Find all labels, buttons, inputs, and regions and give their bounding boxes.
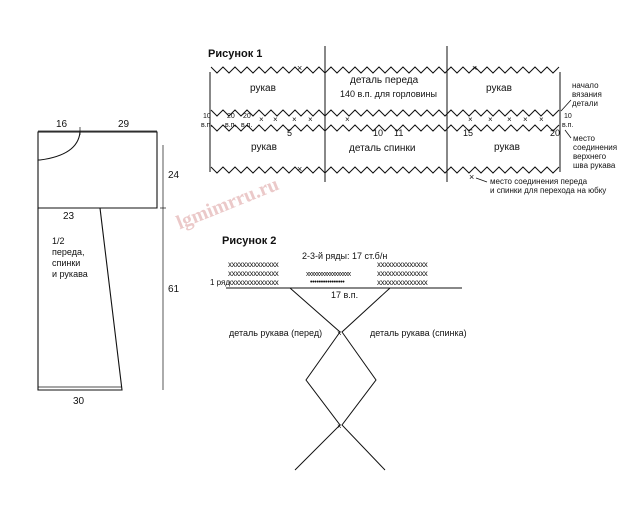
- x-mark: ×: [472, 63, 477, 73]
- stitch-row-top-right: xxxxxxxxxxxxxx: [377, 260, 428, 269]
- x-mark: ×: [469, 172, 474, 182]
- dim-16: 16: [56, 119, 68, 130]
- num-20: 20: [550, 128, 560, 138]
- x-mark: ×: [488, 115, 493, 124]
- chain-edge-bottom: [210, 166, 560, 174]
- lattice-right: [341, 287, 391, 471]
- num-15: 15: [463, 128, 473, 138]
- tick-10vp-left-unit: в.п.: [201, 122, 212, 129]
- num-11: 11: [394, 128, 403, 138]
- x-mark: ×: [337, 329, 342, 338]
- stitch-row-low-left: xxxxxxxxxxxxxx: [228, 278, 279, 287]
- label-sleeve-bottom-right: рукав: [494, 142, 520, 153]
- note-seam-1: место: [573, 134, 596, 143]
- tick-10vp-right: 10: [564, 113, 572, 120]
- x-mark: ×: [292, 115, 297, 124]
- x-mark: ×: [273, 115, 278, 124]
- neckline: [37, 131, 81, 161]
- lattice-left: [289, 287, 341, 471]
- chain-dots: ••••••••••••••••: [310, 279, 345, 286]
- figure-1-title: Рисунок 1: [208, 48, 262, 60]
- upper-body-outline: [37, 131, 158, 209]
- chain-edge-mid-2: [210, 124, 560, 132]
- note-seam-4: шва рукава: [573, 161, 616, 170]
- dim-29: 29: [118, 119, 130, 130]
- label-sleeve-top-right: рукав: [486, 83, 512, 94]
- label-sleeve-back: деталь рукава (спинка): [370, 328, 467, 338]
- stitch-row-low-right: xxxxxxxxxxxxxx: [377, 278, 428, 287]
- note-join-1: место соединения переда: [490, 177, 588, 186]
- row-1-label: 1 ряд: [210, 278, 230, 287]
- x-mark: ×: [468, 115, 473, 124]
- tick-20vp-left: 20: [227, 113, 235, 120]
- rows-label: 2-3-й ряды: 17 ст.б/н: [302, 251, 387, 261]
- num-5: 5: [287, 128, 292, 138]
- chain-edge-top: [210, 66, 560, 74]
- x-mark: ×: [539, 115, 544, 124]
- note-start-1: начало: [572, 81, 599, 90]
- note-seam-3: верхнего: [573, 152, 607, 161]
- piece-label-2: переда,: [52, 247, 84, 257]
- piece-label-1: 1/2: [52, 236, 65, 246]
- label-front-piece: деталь переда: [350, 75, 419, 86]
- x-mark: ×: [297, 63, 302, 73]
- chain-edge-mid-1: [210, 109, 560, 117]
- x-mark: ×: [259, 115, 264, 124]
- tick-10vp-right-unit: в.п.: [562, 122, 573, 129]
- garment-pattern: 16 29 24 61 23 1/2 переда, спинки и рука…: [37, 119, 180, 407]
- label-sleeve-front: деталь рукава (перед): [229, 328, 322, 338]
- note-join-2: и спинки для перехода на юбку: [490, 186, 606, 195]
- piece-label-4: и рукава: [52, 269, 88, 279]
- x-mark: ×: [523, 115, 528, 124]
- stitch-row-top-left: xxxxxxxxxxxxxx: [228, 260, 279, 269]
- note-seam-2: соединения: [573, 143, 617, 152]
- note-start-2: вязания: [572, 90, 602, 99]
- arrow-start: [560, 99, 572, 112]
- arrow-seam: [564, 129, 572, 139]
- x-mark: ×: [308, 115, 313, 124]
- tick-10vp-left: 10: [203, 113, 211, 120]
- label-sleeve-top-left: рукав: [250, 83, 276, 94]
- vp-label: 17 в.п.: [331, 290, 358, 300]
- figure-1: Рисунок 1 × × × × рукав деталь переда 14…: [201, 46, 617, 195]
- x-mark: ×: [337, 422, 342, 431]
- piece-label-3: спинки: [52, 258, 80, 268]
- x-mark: ×: [297, 164, 302, 174]
- figure-2-title: Рисунок 2: [222, 235, 276, 247]
- stitch-row-mid-center: xxxxxxxxxxxxxxxxx: [306, 271, 352, 278]
- note-start-3: детали: [572, 99, 598, 108]
- label-neck-chain: 140 в.п. для горловины: [340, 89, 437, 99]
- stitch-row-mid-left: xxxxxxxxxxxxxx: [228, 269, 279, 278]
- lower-body-outline: [37, 207, 123, 391]
- stitch-row-mid-right: xxxxxxxxxxxxxx: [377, 269, 428, 278]
- x-mark: ×: [507, 115, 512, 124]
- label-sleeve-bottom-left: рукав: [251, 142, 277, 153]
- dim-24: 24: [168, 170, 180, 181]
- tick-20vp-left-b-unit: в.п.: [241, 122, 252, 129]
- tick-20vp-left-unit: в.п.: [225, 122, 236, 129]
- figure-2: Рисунок 2 2-3-й ряды: 17 ст.б/н xxxxxxxx…: [210, 235, 467, 471]
- arrow-join: [475, 177, 488, 183]
- dim-61: 61: [168, 284, 180, 295]
- tick-20vp-left-b: 20: [243, 113, 251, 120]
- dim-23: 23: [63, 211, 75, 222]
- x-mark: ×: [345, 115, 350, 124]
- label-back-piece: деталь спинки: [349, 143, 415, 154]
- num-10: 10: [373, 128, 383, 138]
- watermark: lgmimrru.ru: [173, 173, 282, 234]
- dim-30: 30: [73, 396, 85, 407]
